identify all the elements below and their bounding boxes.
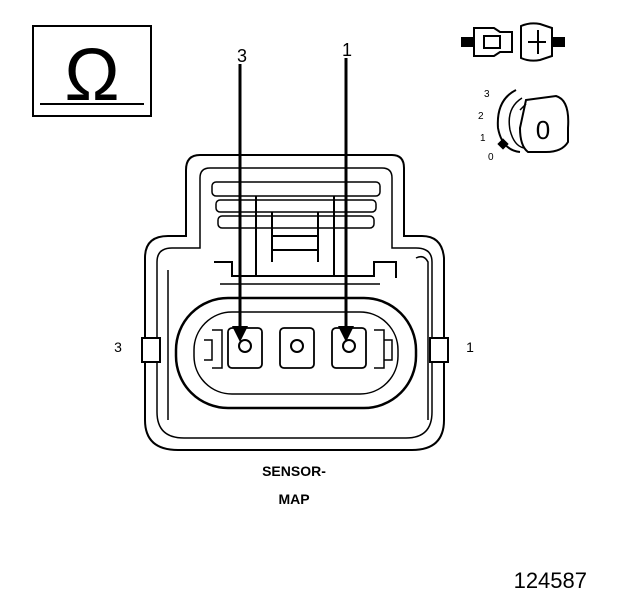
ohm-symbol: Ω bbox=[64, 33, 119, 116]
pin-label-1-top: 1 bbox=[342, 40, 352, 60]
pin-label-1-side: 1 bbox=[466, 339, 474, 355]
key-position-3: 3 bbox=[484, 89, 490, 100]
key-position-2: 2 bbox=[478, 111, 484, 122]
pin-label-3-side: 3 bbox=[114, 339, 122, 355]
pin-label-3-top: 3 bbox=[237, 46, 247, 66]
disconnected-connector-icon bbox=[461, 22, 565, 62]
key-glyph: 0 bbox=[536, 115, 550, 145]
map-sensor-connector bbox=[141, 154, 449, 451]
arrow-head-pin-1 bbox=[338, 326, 354, 342]
arrow-head-pin-3 bbox=[232, 326, 248, 342]
ohmmeter-icon: Ω bbox=[32, 25, 152, 117]
caption-line-2: MAP bbox=[278, 491, 309, 507]
key-position-1: 1 bbox=[480, 133, 486, 144]
figure-number: 124587 bbox=[514, 568, 587, 593]
ignition-key-icon: 0 3 2 1 0 bbox=[478, 89, 570, 163]
probe-arrows bbox=[232, 58, 354, 342]
key-position-0: 0 bbox=[488, 152, 494, 163]
caption-line-1: SENSOR- bbox=[262, 463, 326, 479]
